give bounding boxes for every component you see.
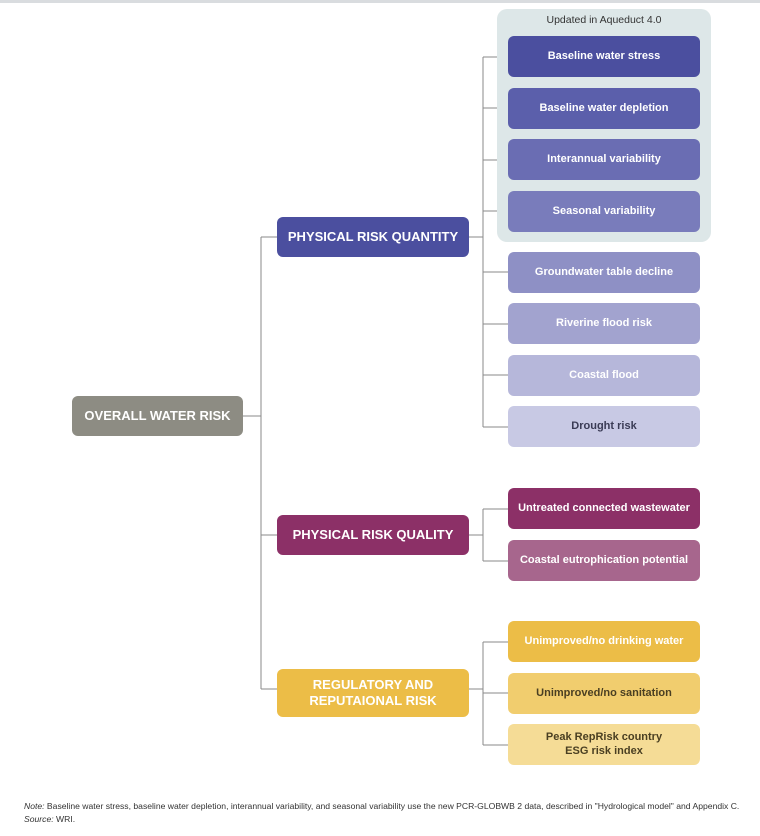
top-rule <box>0 0 760 3</box>
category-physical-risk-quantity: PHYSICAL RISK QUANTITY <box>277 217 469 257</box>
category-physical-risk-quality: PHYSICAL RISK QUALITY <box>277 515 469 555</box>
indicator-seasonal-variability: Seasonal variability <box>508 191 700 232</box>
note-label: Note: <box>24 801 45 811</box>
connector-quantity-branch <box>469 57 484 427</box>
indicator-coastal-flood: Coastal flood <box>508 355 700 396</box>
source-text: WRI. <box>53 814 76 825</box>
indicator-baseline-water-stress: Baseline water stress <box>508 36 700 77</box>
indicator-baseline-water-depletion: Baseline water depletion <box>508 88 700 129</box>
indicator-groundwater-table-decline: Groundwater table decline <box>508 252 700 293</box>
category-regulatory-reputational-risk: REGULATORY AND REPUTAIONAL RISK <box>277 669 469 717</box>
indicator-drought-risk: Drought risk <box>508 406 700 447</box>
indicator-unimproved-drinking-water: Unimproved/no drinking water <box>508 621 700 662</box>
overall-water-risk-node: OVERALL WATER RISK <box>72 396 243 436</box>
figure-note: Note: Baseline water stress, baseline wa… <box>24 800 754 827</box>
note-line: Note: Baseline water stress, baseline wa… <box>24 800 754 813</box>
connector-regulatory-branch <box>469 642 484 745</box>
indicator-riverine-flood-risk: Riverine flood risk <box>508 303 700 344</box>
indicator-interannual-variability: Interannual variability <box>508 139 700 180</box>
source-label: Source: <box>24 814 54 825</box>
indicator-peak-represk-esg-index: Peak RepRisk country ESG risk index <box>508 724 700 765</box>
connector-quality-branch <box>469 509 484 561</box>
indicator-untreated-connected-wastewater: Untreated connected wastewater <box>508 488 700 529</box>
source-line: Source: WRI. <box>24 813 754 826</box>
indicator-unimproved-sanitation: Unimproved/no sanitation <box>508 673 700 714</box>
indicator-coastal-eutrophication-potential: Coastal eutrophication potential <box>508 540 700 581</box>
aqueduct-update-label: Updated in Aqueduct 4.0 <box>546 14 662 26</box>
note-text: Baseline water stress, baseline water de… <box>44 801 740 811</box>
